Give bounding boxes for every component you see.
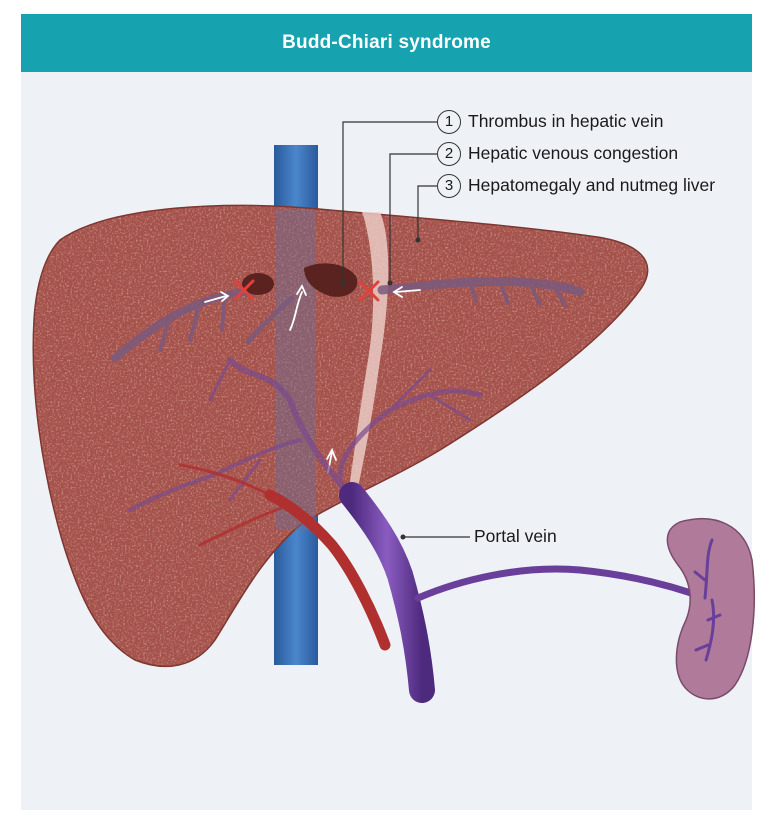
callout-label-thrombus: Thrombus in hepatic vein <box>468 111 664 131</box>
splenic-vein <box>414 565 709 602</box>
leader-lines <box>342 121 470 538</box>
portal-vein <box>339 482 435 703</box>
leader-dots <box>340 237 421 540</box>
figure-title: Budd-Chiari syndrome <box>282 32 491 53</box>
thrombus-left <box>242 273 274 295</box>
label-portal-vein: Portal vein <box>474 526 557 546</box>
callout-label-hepatomegaly: Hepatomegaly and nutmeg liver <box>468 175 716 195</box>
hepatic-artery <box>178 463 391 651</box>
flow-arrow-icon <box>204 284 421 473</box>
hepatic-veins <box>111 277 585 362</box>
thrombus-right <box>304 263 358 297</box>
title-bar: Budd-Chiari syndrome <box>21 14 752 72</box>
blockage-x-icon <box>233 279 380 302</box>
liver <box>32 204 649 668</box>
callout-label-congestion: Hepatic venous congestion <box>468 143 679 163</box>
callout-number-1: 1 <box>437 110 461 134</box>
callout-number-2: 2 <box>437 142 461 166</box>
callout-number-3: 3 <box>437 174 461 198</box>
ivc-intrahepatic <box>276 210 316 530</box>
spleen <box>666 518 756 700</box>
portal-vein-branches <box>128 357 483 512</box>
